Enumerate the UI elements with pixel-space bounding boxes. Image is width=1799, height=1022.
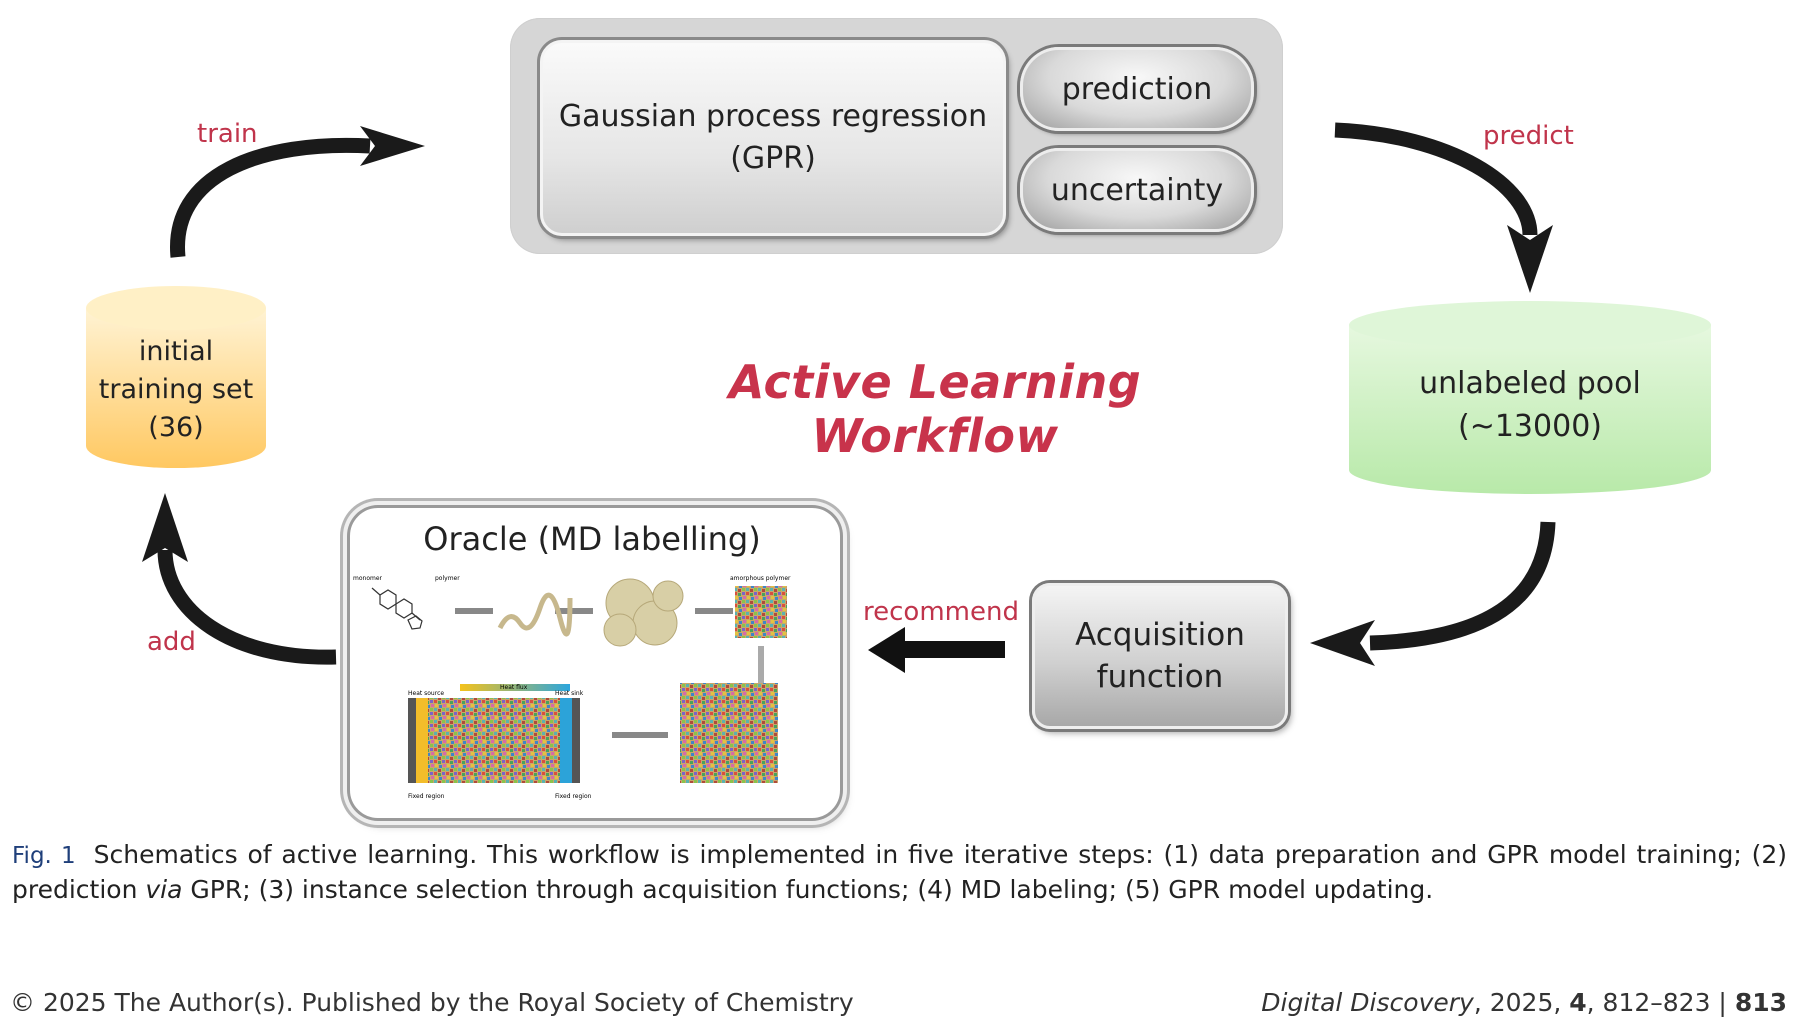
journal-footer: Digital Discovery, 2025, 4, 812–823 | 81…	[1261, 988, 1787, 1017]
stretch-arrow	[612, 732, 668, 738]
page-number: 813	[1734, 988, 1787, 1017]
figure-label: Fig. 1	[12, 843, 76, 869]
acquisition-line2: function	[1096, 659, 1224, 695]
initial-line2: training set	[98, 374, 254, 405]
initial-line1: initial	[138, 336, 214, 367]
pool-to-acquisition-arrowhead	[1310, 620, 1375, 666]
chain-replication-arrow	[555, 608, 593, 614]
heat-sink-band	[560, 698, 572, 783]
heat-flux-bar	[460, 684, 570, 691]
unlabeled-pool-text: unlabeled pool (~13000)	[1349, 362, 1711, 448]
pool-line2: (~13000)	[1458, 409, 1602, 444]
unlabeled-pool-cylinder	[1349, 301, 1711, 494]
md-cell	[408, 698, 580, 783]
monomer-structure	[371, 587, 423, 630]
stretched-box	[680, 683, 778, 783]
initial-training-set-text: initial training set (36)	[86, 333, 266, 447]
add-label: add	[147, 627, 196, 657]
predict-arrowhead	[1507, 225, 1553, 293]
uncertainty-label: uncertainty	[1050, 172, 1224, 208]
workflow-title: Active Learning Workflow	[728, 355, 1142, 463]
predict-arrow	[1334, 122, 1538, 236]
amorphous-blob	[603, 578, 684, 647]
acquisition-function-box: Acquisition function	[1032, 583, 1288, 729]
amorphous-polymer-box	[735, 586, 787, 638]
gpr-box-line2: (GPR)	[730, 141, 816, 176]
heat-sink-label: Heat sink	[555, 690, 584, 697]
acquisition-line1: Acquisition	[1075, 617, 1245, 653]
predict-label: predict	[1483, 121, 1574, 151]
polymer-label: polymer	[435, 575, 460, 582]
fixed-region-left-label: Fixed region	[408, 793, 445, 800]
heat-flux-label: Heat flux	[500, 684, 528, 691]
recommend-arrow	[895, 641, 1005, 658]
gpr-box: Gaussian process regression (GPR)	[540, 40, 1006, 236]
pool-to-acquisition-arrow	[1369, 521, 1556, 651]
heat-source-band	[416, 698, 428, 783]
amorphous-label: amorphous polymer	[730, 575, 791, 582]
heat-source-label: Heat source	[408, 690, 444, 697]
equilibration-arrow	[695, 608, 733, 614]
polymerization-arrow	[455, 608, 493, 614]
recommend-arrowhead	[868, 627, 905, 673]
journal-year: , 2025,	[1473, 988, 1570, 1017]
fixed-region-left	[408, 698, 416, 783]
fixed-region-right-label: Fixed region	[555, 793, 592, 800]
gpr-box-line1: Gaussian process regression	[558, 99, 988, 134]
caption-via: via	[145, 875, 183, 904]
md-labelling-schematic: monomer polymer amorphous polymer Heat s…	[353, 575, 791, 800]
initial-line3: (36)	[148, 412, 204, 443]
uncertainty-pill: uncertainty	[1020, 148, 1254, 232]
pool-line1: unlabeled pool	[1419, 366, 1641, 401]
add-arrow	[157, 549, 337, 665]
prediction-pill: prediction	[1020, 47, 1254, 131]
monomer-label: monomer	[353, 575, 383, 582]
fixed-region-right	[572, 698, 580, 783]
footer-separator: |	[1710, 988, 1735, 1017]
prediction-label: prediction	[1061, 71, 1213, 107]
train-arrow	[170, 137, 371, 258]
train-label: train	[197, 119, 258, 149]
journal-volume: 4	[1569, 988, 1587, 1017]
journal-pages: , 812–823	[1586, 988, 1711, 1017]
recommend-label: recommend	[863, 597, 1019, 627]
down-arrow	[758, 646, 764, 684]
polymer-chain	[497, 592, 573, 637]
initial-training-set-cylinder	[86, 286, 266, 468]
copyright-footer: © 2025 The Author(s). Published by the R…	[10, 988, 854, 1017]
oracle-title: Oracle (MD labelling)	[423, 520, 761, 558]
journal-name: Digital Discovery	[1261, 988, 1474, 1017]
caption-text-b: GPR; (3) instance selection through acqu…	[182, 875, 1434, 904]
caption-text-a: Schematics of active learning. This work…	[12, 840, 1787, 904]
train-arrowhead	[360, 126, 425, 166]
add-arrowhead	[142, 493, 188, 562]
